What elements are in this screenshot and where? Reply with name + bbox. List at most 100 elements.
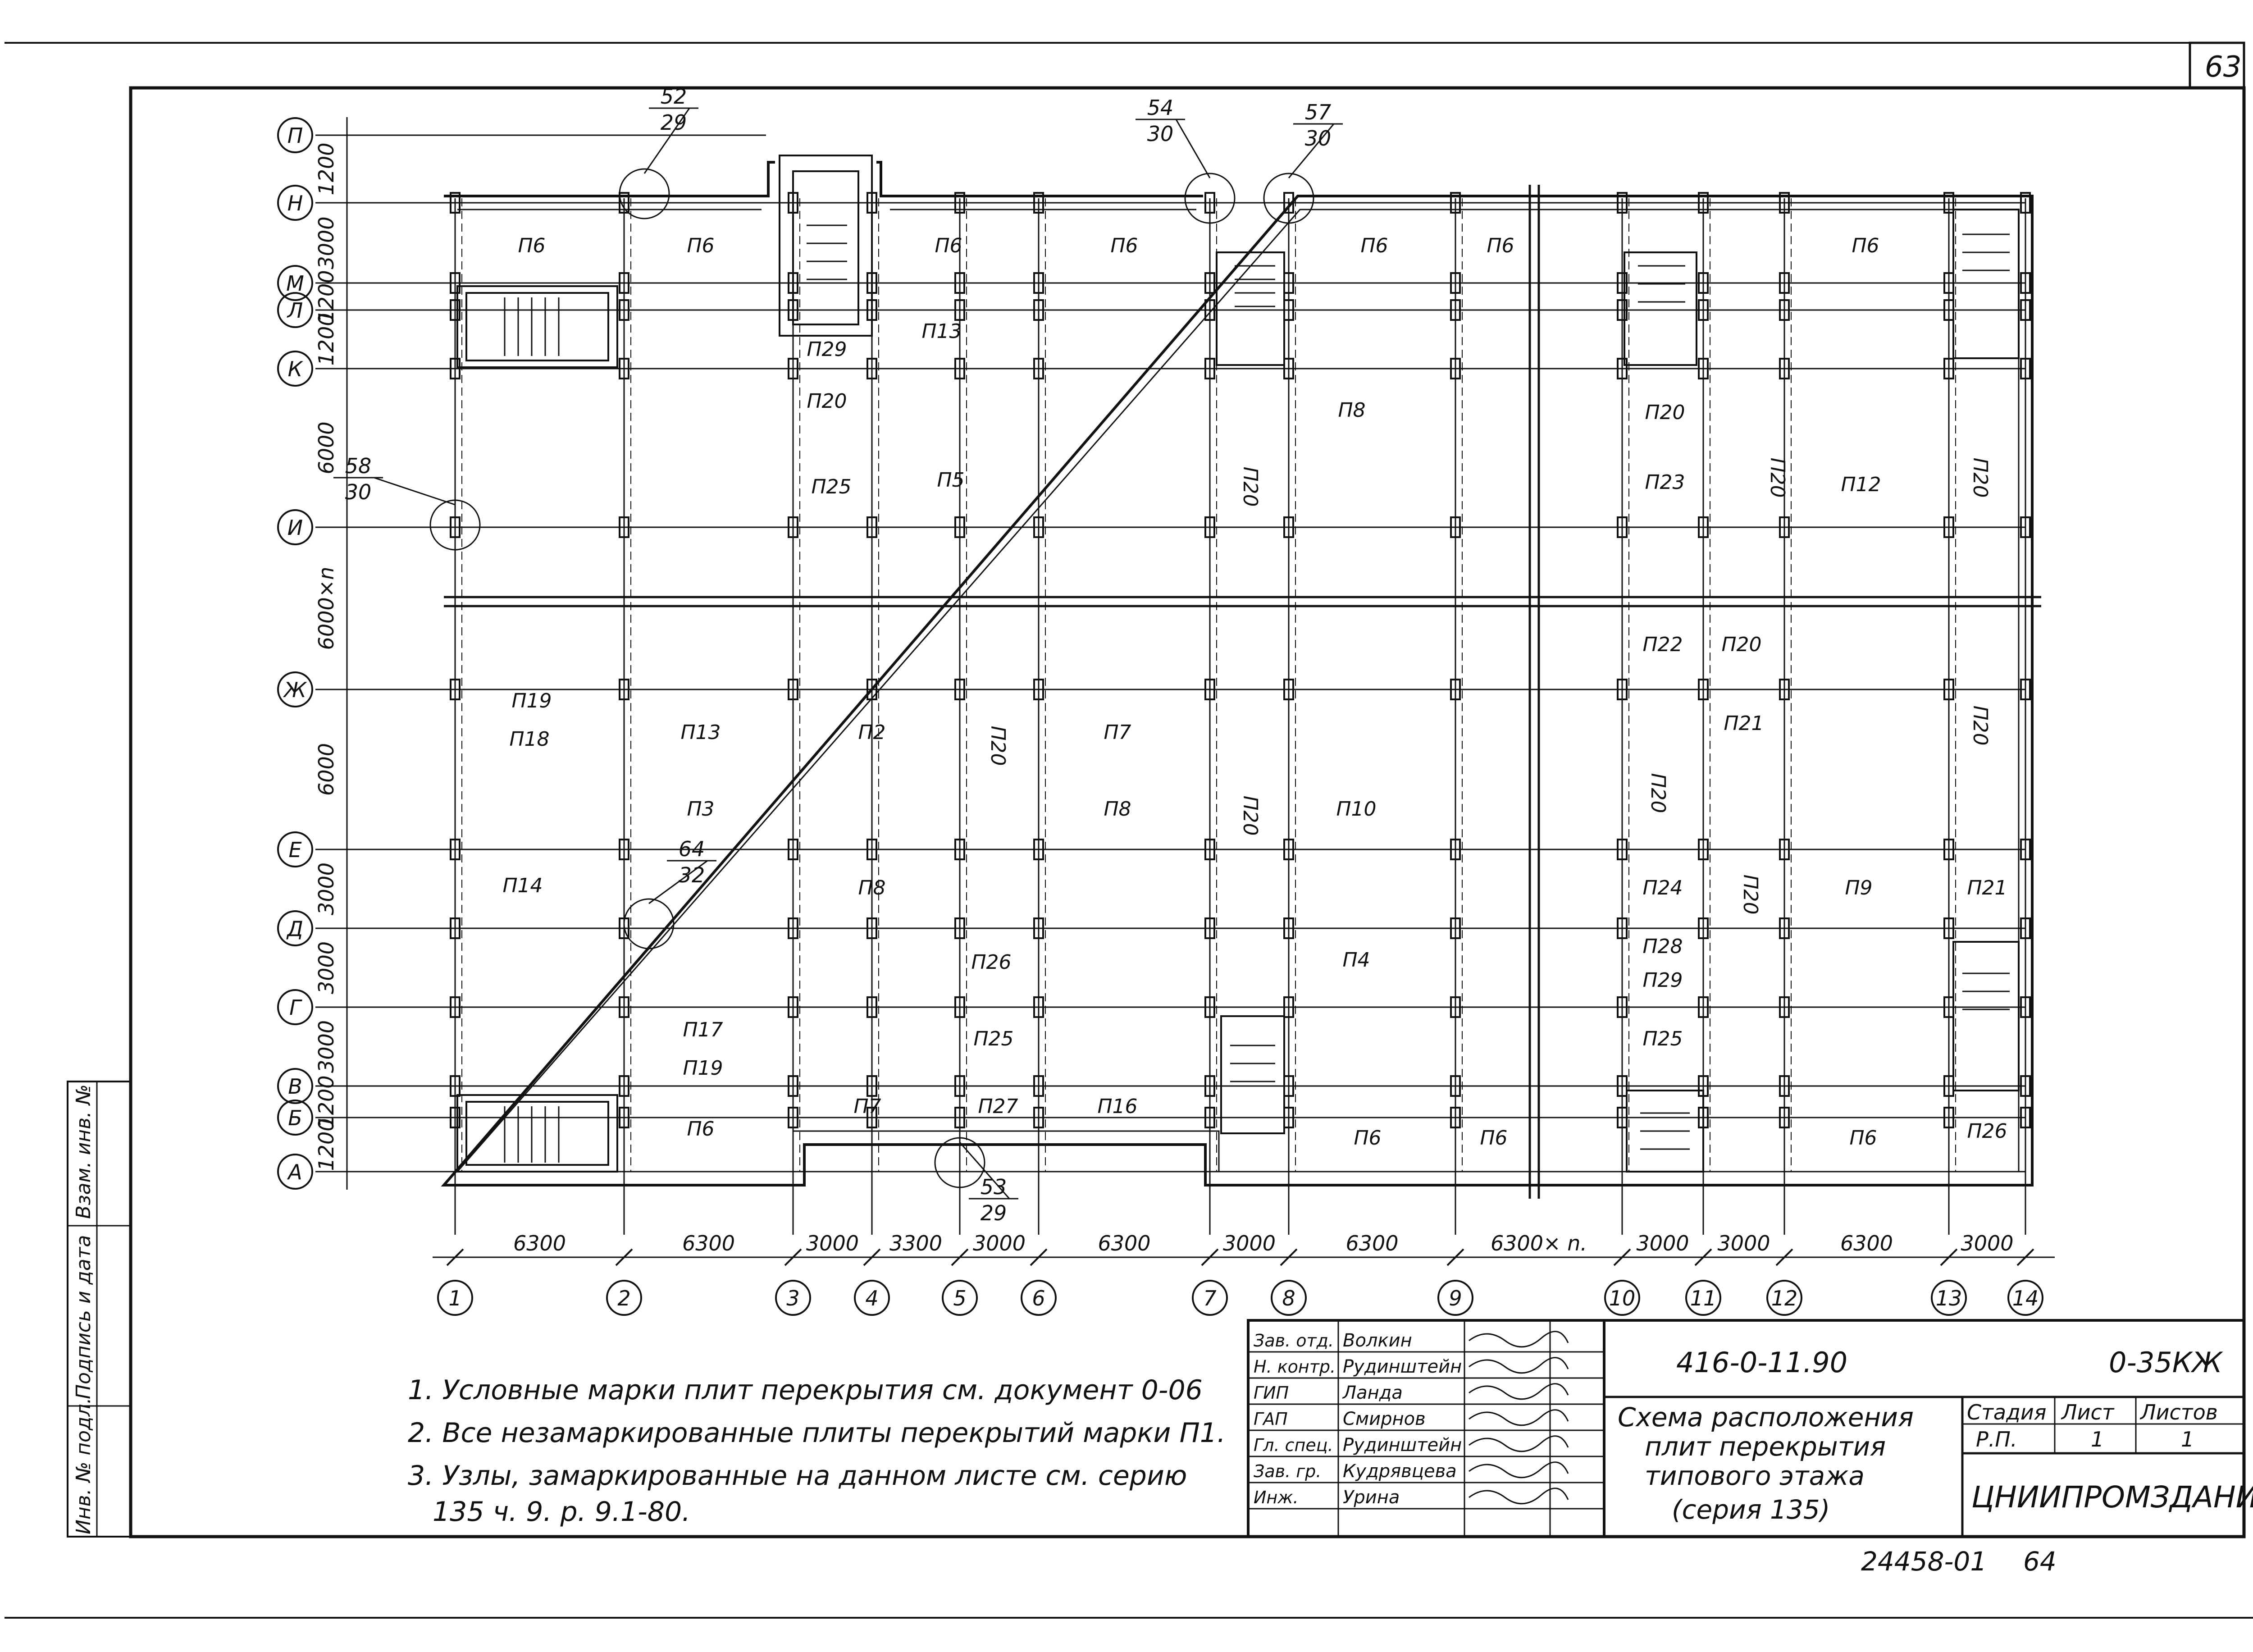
column-marker: [450, 272, 461, 294]
slab-label: П13: [680, 721, 721, 744]
column-marker: [1617, 839, 1628, 860]
row-axis-label: А: [287, 1160, 302, 1184]
row-axis-bubble: [277, 831, 313, 867]
col-dimension: 3000: [1636, 1231, 1689, 1255]
column-marker: [1450, 516, 1461, 538]
callout-bottom: 32: [679, 863, 705, 887]
column-marker: [788, 1107, 798, 1128]
column-marker: [1204, 1075, 1215, 1097]
title-line-4: (серия 135): [1672, 1494, 1830, 1525]
slab-label-vertical: П20: [986, 726, 1009, 766]
col-axis-bubble: [1604, 1280, 1640, 1316]
row-dimension: 1200: [314, 142, 338, 195]
note-3: 3. Узлы, замаркированные на данном листе…: [408, 1460, 1187, 1492]
column-marker: [1204, 996, 1215, 1018]
slab-label: П10: [1336, 798, 1376, 821]
slab-label: П6: [1849, 1127, 1877, 1150]
column-marker: [1450, 917, 1461, 939]
slab-label: П6: [1480, 1127, 1507, 1150]
column-marker: [1033, 917, 1044, 939]
col-axis-label: 3: [786, 1286, 799, 1310]
slab-label: П2: [858, 721, 885, 744]
margin-label-replaces-inv: Взам. инв. №: [72, 1084, 95, 1219]
signature-role: Зав. гр.: [1254, 1461, 1321, 1481]
column-marker: [867, 1107, 877, 1128]
signature-name: Смирнов: [1343, 1409, 1426, 1429]
col-dimension: 6300: [513, 1231, 566, 1255]
row-dimension: 6000: [314, 421, 338, 474]
slab-label: П17: [683, 1018, 723, 1041]
col-axis-bubble: [1437, 1280, 1473, 1316]
row-axis-bubble: [277, 910, 313, 946]
signature-name: Ланда: [1342, 1383, 1403, 1403]
callout-leader: [648, 860, 708, 904]
callout-bottom: 29: [981, 1201, 1007, 1225]
column-marker: [1617, 516, 1628, 538]
slab-label: П20: [1721, 633, 1761, 656]
row-axis-label: Ж: [283, 678, 307, 702]
column-marker: [954, 299, 965, 321]
callout-bottom: 30: [1305, 126, 1332, 151]
column-marker: [954, 516, 965, 538]
slab-label: П8: [858, 876, 885, 899]
column-marker: [619, 1075, 629, 1097]
slab-label: П25: [811, 475, 851, 498]
callout-top: 57: [1305, 100, 1332, 124]
slab-label: П3: [687, 798, 714, 821]
column-marker: [1033, 1075, 1044, 1097]
column-marker: [1283, 996, 1294, 1018]
column-marker: [1943, 917, 1954, 939]
column-marker: [867, 839, 877, 860]
col-axis-bubble: [1192, 1280, 1228, 1316]
organization-name: ЦНИИПРОМЗДАНИЙ: [1971, 1479, 2253, 1515]
column-marker: [954, 358, 965, 379]
column-marker: [619, 192, 629, 214]
slab-label: П26: [971, 951, 1011, 974]
row-axis-label: Л: [287, 298, 303, 323]
sheet-header: Лист: [2061, 1400, 2115, 1424]
column-marker: [1617, 917, 1628, 939]
column-marker: [1698, 192, 1709, 214]
column-marker: [1779, 679, 1790, 700]
col-dimension: 3000: [1223, 1231, 1276, 1255]
callout-top: 53: [981, 1175, 1007, 1199]
callout-leader: [1288, 123, 1335, 178]
column-marker: [788, 917, 798, 939]
slab-label-vertical: П20: [1766, 457, 1789, 497]
column-marker: [1450, 192, 1461, 214]
column-marker: [1033, 996, 1044, 1018]
col-axis-label: 9: [1449, 1286, 1462, 1310]
column-marker: [2020, 839, 2031, 860]
col-dimension: 3000: [973, 1231, 1026, 1255]
row-axis-bubble: [277, 185, 313, 221]
callout-leader: [1175, 119, 1211, 178]
slab-label: П9: [1845, 876, 1872, 899]
slab-label: П6: [687, 1118, 714, 1141]
slab-label: П28: [1642, 935, 1683, 958]
col-dimension: 6300: [1345, 1231, 1398, 1255]
column-marker: [1450, 1075, 1461, 1097]
column-marker: [2020, 1107, 2031, 1128]
callout-top: 52: [661, 84, 687, 109]
signature-row: Н. контр.Рудинштейн: [1248, 1356, 1604, 1379]
note-4: 135 ч. 9. р. 9.1-80.: [433, 1496, 690, 1528]
row-dimension: 3000: [314, 941, 338, 994]
callout-top: 54: [1147, 96, 1174, 120]
row-dimension: 1200: [314, 270, 338, 323]
title-line-2: плит перекрытия: [1645, 1431, 1886, 1462]
col-axis-label: 13: [1936, 1286, 1962, 1310]
signature-scribble: [1469, 1357, 1569, 1374]
signature-scribble: [1469, 1461, 1569, 1479]
callout-circle: [1184, 173, 1236, 224]
row-axis-label: Г: [289, 995, 302, 1020]
note-2: 2. Все незамаркированные плиты перекрыти…: [408, 1417, 1226, 1449]
row-axis-bubble: [277, 671, 313, 707]
